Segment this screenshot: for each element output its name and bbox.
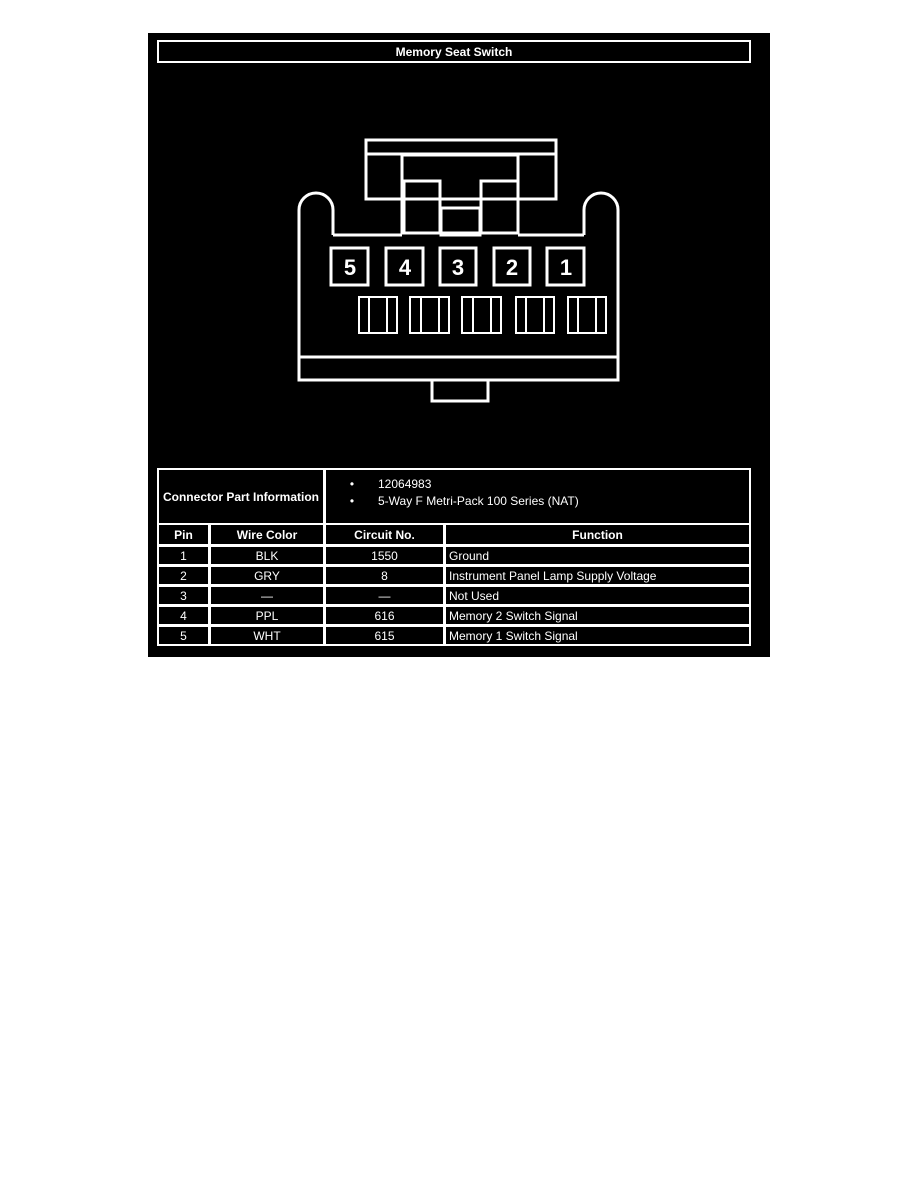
pin-label: 4 — [399, 255, 412, 280]
table-cell: 616 — [324, 605, 445, 626]
table-cell: BLK — [209, 545, 325, 566]
table-cell: Ground — [444, 545, 751, 566]
pin-cavities — [329, 246, 586, 287]
table-cell: 5 — [157, 625, 210, 646]
part-number: 12064983 — [378, 476, 432, 491]
table-cell: 615 — [324, 625, 445, 646]
table-cell: WHT — [209, 625, 325, 646]
page-title: Memory Seat Switch — [157, 40, 751, 63]
table-cell: 1 — [157, 545, 210, 566]
pin-label: 3 — [452, 255, 464, 280]
table-cell: PPL — [209, 605, 325, 626]
table-header-cell: Pin — [157, 523, 210, 546]
table-cell: Instrument Panel Lamp Supply Voltage — [444, 565, 751, 586]
table-cell: — — [324, 585, 445, 606]
table-header-cell: Function — [444, 523, 751, 546]
table-cell: 8 — [324, 565, 445, 586]
part-description: 5-Way F Metri-Pack 100 Series (NAT) — [378, 493, 579, 508]
table-cell: 2 — [157, 565, 210, 586]
table-cell: 3 — [157, 585, 210, 606]
table-cell: 1550 — [324, 545, 445, 566]
table-cell: GRY — [209, 565, 325, 586]
table-header-cell: Circuit No. — [324, 523, 445, 546]
pin-label: 2 — [506, 255, 518, 280]
connector-part-info: •12064983 •5-Way F Metri-Pack 100 Series… — [324, 468, 751, 525]
part-info-item: •12064983 — [349, 476, 432, 491]
table-header-cell: Wire Color — [209, 523, 325, 546]
connector-part-info-label: Connector Part Information — [157, 468, 325, 525]
part-info-item: •5-Way F Metri-Pack 100 Series (NAT) — [349, 493, 579, 508]
pin-label: 1 — [560, 255, 572, 280]
table-cell: 4 — [157, 605, 210, 626]
pin-label: 5 — [344, 255, 356, 280]
table-cell: — — [209, 585, 325, 606]
connector-diagram: 5 4 3 2 1 — [297, 138, 620, 403]
table-cell: Memory 2 Switch Signal — [444, 605, 751, 626]
terminal-slots — [358, 296, 607, 334]
connector-panel — [148, 33, 770, 657]
table-cell: Memory 1 Switch Signal — [444, 625, 751, 646]
table-cell: Not Used — [444, 585, 751, 606]
